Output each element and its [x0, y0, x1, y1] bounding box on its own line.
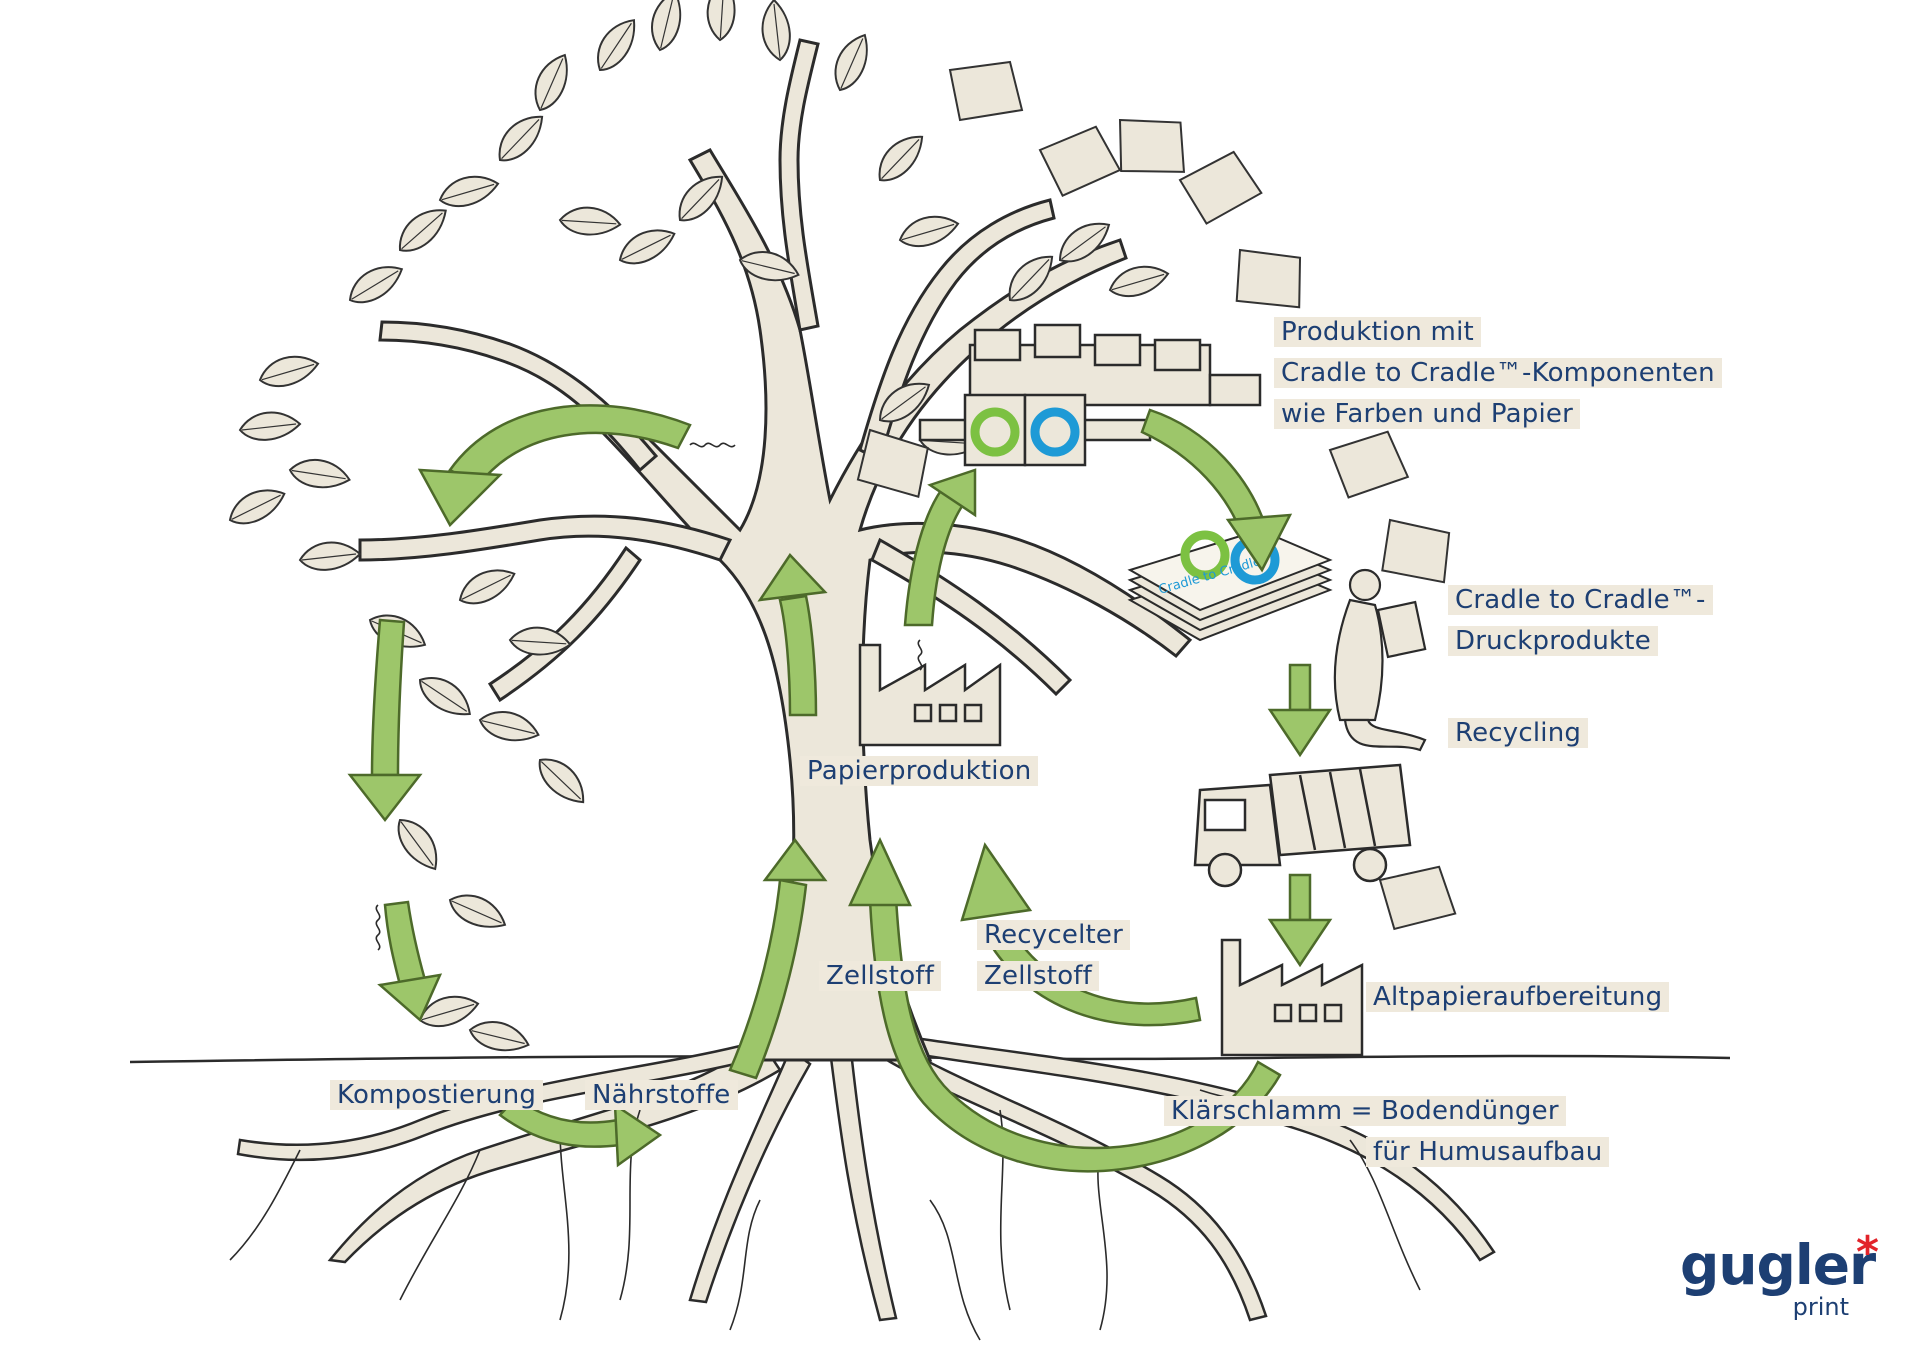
arrow-left-down-1	[370, 618, 406, 777]
logo-subtitle: print	[1792, 1293, 1849, 1321]
label-druckprodukte-line1: Cradle to Cradle™-	[1448, 585, 1713, 615]
label-produktion-line1: Produktion mit	[1274, 317, 1481, 347]
label-kompostierung: Kompostierung	[330, 1075, 544, 1116]
arrowhead-recycling	[1267, 708, 1333, 758]
label-naehrstoffe: Nährstoffe	[585, 1075, 738, 1116]
label-papierproduktion-text: Papierproduktion	[800, 756, 1039, 786]
label-produktion: Produktion mit Cradle to Cradle™-Kompone…	[1274, 312, 1722, 435]
arrow-nutrients-up	[728, 878, 808, 1080]
label-klaerschlamm: Klärschlamm = Bodendünger für Humusaufba…	[1164, 1091, 1610, 1173]
arrowhead-press-to-products	[1225, 513, 1293, 573]
label-produktion-line2: Cradle to Cradle™-Komponenten	[1274, 358, 1722, 388]
label-recycelter-line1: Recycelter	[977, 920, 1130, 950]
arrowhead-nutrients-up	[762, 837, 828, 882]
paint-cans	[963, 393, 1087, 467]
arrowhead-pulp	[848, 837, 912, 907]
arrowhead-factory-to-cans	[927, 468, 977, 518]
arrowhead-recycled-pulp	[960, 842, 1033, 922]
arrowhead-altpapier	[1267, 918, 1333, 968]
arrow-trunk-up	[778, 594, 818, 717]
label-naehrstoffe-text: Nährstoffe	[585, 1080, 738, 1110]
label-druckprodukte-line2: Druckprodukte	[1448, 626, 1658, 656]
label-klaerschlamm-line2: für Humusaufbau	[1366, 1137, 1610, 1167]
label-zellstoff: Zellstoff	[819, 956, 942, 997]
label-kompostierung-text: Kompostierung	[330, 1080, 544, 1110]
arrow-truck-to-altpapier	[1288, 873, 1312, 922]
recycling-factory	[1220, 938, 1364, 1057]
label-altpapier: Altpapieraufbereitung	[1366, 977, 1670, 1018]
label-recycling: Recycling	[1448, 713, 1589, 754]
arrowhead-crown-left	[417, 468, 503, 528]
label-recycelter-zellstoff: Recycelter Zellstoff	[977, 915, 1130, 997]
label-klaerschlamm-line1: Klärschlamm = Bodendünger	[1164, 1096, 1566, 1126]
arrowhead-nutrients	[613, 1102, 663, 1168]
gugler-print-logo: gugler * print	[1680, 1227, 1880, 1323]
arrowhead-left-down-2	[377, 973, 443, 1023]
garbage-truck	[1193, 763, 1412, 888]
label-recycelter-line2: Zellstoff	[977, 961, 1100, 991]
logo-star-icon: *	[1856, 1227, 1880, 1278]
arrowhead-left-down-1	[347, 773, 423, 823]
label-druckprodukte: Cradle to Cradle™- Druckprodukte	[1448, 580, 1713, 662]
arrow-products-to-recycling	[1288, 663, 1312, 712]
arrow-left-down-2	[383, 900, 427, 987]
arrowhead-trunk-up	[757, 553, 828, 602]
spring-coils	[375, 442, 923, 951]
label-altpapier-text: Altpapieraufbereitung	[1366, 982, 1670, 1012]
reader-figure	[1333, 568, 1427, 752]
label-produktion-line3: wie Farben und Papier	[1274, 399, 1580, 429]
arrow-press-to-products	[1140, 408, 1267, 537]
label-papierproduktion: Papierproduktion	[800, 751, 1039, 792]
label-recycling-text: Recycling	[1448, 718, 1589, 748]
logo-wordmark: gugler	[1680, 1233, 1876, 1297]
label-zellstoff-text: Zellstoff	[819, 961, 942, 991]
paper-factory	[858, 643, 1002, 747]
